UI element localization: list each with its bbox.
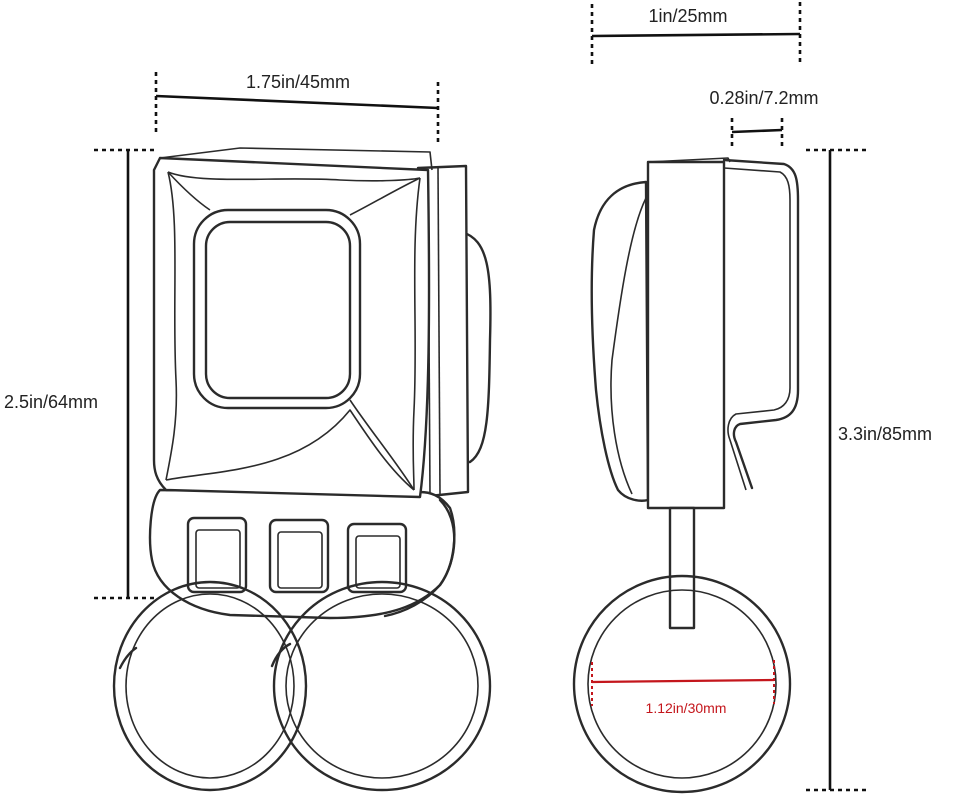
- dim-body-height: 2.5in/64mm: [4, 148, 156, 600]
- front-bevel-corner-br: [349, 399, 415, 491]
- front-slot-left: [186, 516, 248, 594]
- side-main-block: [646, 160, 726, 510]
- side-clip-wire-inner: [723, 167, 791, 491]
- front-bevel-top: [167, 171, 421, 182]
- dim-total-height: 3.3in/85mm: [806, 148, 932, 792]
- front-side-plate-edge-2: [437, 167, 441, 495]
- front-ring-right-inner: [285, 593, 479, 779]
- side-ring-inner: [587, 589, 777, 779]
- front-slot-right-inner: [355, 535, 401, 589]
- front-bevel-left: [165, 171, 178, 481]
- dim-top-width: 1in/25mm: [590, 2, 802, 66]
- dim-ring-diameter-label: 1.12in/30mm: [646, 700, 727, 716]
- front-view-keyholder: [148, 147, 492, 620]
- dim-body-height-label: 2.5in/64mm: [4, 392, 98, 412]
- front-wire-loop: [383, 498, 456, 618]
- dim-clip-gap: 0.28in/7.2mm: [709, 88, 819, 148]
- dim-ring-diameter-line: [591, 678, 775, 684]
- side-back-pad-edge: [610, 197, 647, 495]
- dim-top-width-label: 1in/25mm: [648, 6, 727, 26]
- front-bevel-corner-tl: [167, 171, 211, 211]
- front-slot-middle-inner: [277, 531, 323, 589]
- front-ring-left-split: [118, 646, 138, 670]
- side-key-ring: [572, 574, 792, 794]
- dim-body-width-line: [155, 94, 439, 110]
- side-ring-outer: [572, 574, 792, 794]
- dim-total-height-label: 3.3in/85mm: [838, 424, 932, 444]
- front-slot-middle: [268, 518, 330, 594]
- front-bevel-right: [412, 177, 421, 491]
- front-slot-left-inner: [195, 529, 241, 589]
- front-top-lip: [159, 147, 433, 171]
- front-ring-left-inner: [125, 593, 295, 779]
- front-slot-right: [346, 522, 408, 594]
- front-window-inner: [204, 220, 352, 400]
- side-stem: [668, 506, 696, 630]
- dim-top-width-line: [591, 32, 801, 38]
- dim-ring-diameter: 1.12in/30mm: [591, 660, 775, 716]
- side-view-keyholder: [590, 157, 800, 630]
- dim-body-width: 1.75in/45mm: [154, 72, 440, 142]
- front-bevel-bottom: [165, 409, 415, 491]
- front-ring-right: [272, 580, 492, 792]
- side-back-pad: [590, 180, 650, 502]
- front-clip-bulge: [460, 230, 492, 464]
- dim-body-width-label: 1.75in/45mm: [246, 72, 350, 92]
- front-ring-left: [112, 580, 308, 792]
- dim-clip-gap-label: 0.28in/7.2mm: [709, 88, 818, 108]
- front-bevel-corner-tr: [349, 177, 421, 216]
- front-ring-right-split: [270, 642, 292, 668]
- side-clip-wire: [722, 158, 800, 490]
- front-key-rings: [112, 580, 492, 792]
- dim-clip-gap-line: [731, 128, 783, 134]
